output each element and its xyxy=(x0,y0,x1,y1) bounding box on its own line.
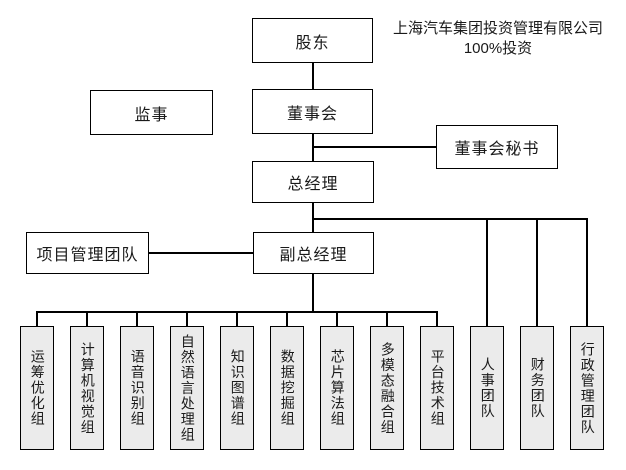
connector-dgm-down xyxy=(312,274,314,312)
connector-pm-team-dgm xyxy=(149,252,253,254)
dept-label: 数据挖掘组 xyxy=(279,349,296,427)
connector-drop-admin-team xyxy=(586,218,588,326)
investor-caption: 上海汽车集团投资管理有限公司 100%投资 xyxy=(381,19,615,60)
dept-label: 芯片算法组 xyxy=(329,349,346,427)
connector-stub-group-9 xyxy=(436,311,438,326)
connector-shareholder-board xyxy=(312,63,314,89)
connector-stub-group-3 xyxy=(136,311,138,326)
dept-computer-vision-group: 计算机视觉组 xyxy=(70,326,104,450)
connector-gm-dgm xyxy=(312,203,314,232)
dept-data-mining-group: 数据挖掘组 xyxy=(270,326,304,450)
dept-speech-recognition-group: 语音识别组 xyxy=(120,326,154,450)
dept-label: 财务团队 xyxy=(529,357,546,419)
connector-stub-group-7 xyxy=(336,311,338,326)
dept-hr-team: 人事团队 xyxy=(470,326,504,450)
connector-board-secretary-branch xyxy=(312,146,436,148)
connector-stub-group-1 xyxy=(36,311,38,326)
dept-label: 语音识别组 xyxy=(129,349,146,427)
node-deputy-general-manager: 副总经理 xyxy=(253,232,374,274)
dept-label: 知识图谱组 xyxy=(229,349,246,427)
connector-stub-group-8 xyxy=(386,311,388,326)
node-project-management-team: 项目管理团队 xyxy=(26,232,149,274)
connector-stub-group-6 xyxy=(286,311,288,326)
node-board-of-directors: 董事会 xyxy=(252,89,373,134)
dept-chip-algorithm-group: 芯片算法组 xyxy=(320,326,354,450)
node-shareholder: 股东 xyxy=(252,18,373,63)
investor-name: 上海汽车集团投资管理有限公司 xyxy=(392,20,603,37)
dept-multimodal-fusion-group: 多模态融合组 xyxy=(370,326,404,450)
connector-stub-group-4 xyxy=(186,311,188,326)
connector-drop-hr-team xyxy=(486,218,488,326)
dept-knowledge-graph-group: 知识图谱组 xyxy=(220,326,254,450)
dept-platform-technology-group: 平台技术组 xyxy=(420,326,454,450)
dept-label: 计算机视觉组 xyxy=(79,341,96,435)
dept-admin-management-team: 行政管理团队 xyxy=(570,326,604,450)
dept-label: 运筹优化组 xyxy=(29,349,46,427)
dept-label: 多模态融合组 xyxy=(379,341,396,435)
investment-percentage: 100%投资 xyxy=(463,40,533,58)
connector-board-gm xyxy=(312,134,314,161)
node-general-manager: 总经理 xyxy=(252,161,374,203)
dept-operations-research-group: 运筹优化组 xyxy=(20,326,54,450)
dept-nlp-group: 自然语言处理组 xyxy=(170,326,204,450)
dept-finance-team: 财务团队 xyxy=(520,326,554,450)
dept-label: 自然语言处理组 xyxy=(179,333,196,443)
connector-drop-finance-team xyxy=(536,218,538,326)
dept-label: 人事团队 xyxy=(479,357,496,419)
dept-label: 平台技术组 xyxy=(429,349,446,427)
node-supervisor: 监事 xyxy=(90,90,213,135)
connector-stub-group-5 xyxy=(236,311,238,326)
connector-gm-teams-branch xyxy=(312,218,588,220)
dept-label: 行政管理团队 xyxy=(579,341,596,435)
connector-stub-group-2 xyxy=(86,311,88,326)
node-board-secretary: 董事会秘书 xyxy=(436,125,558,169)
